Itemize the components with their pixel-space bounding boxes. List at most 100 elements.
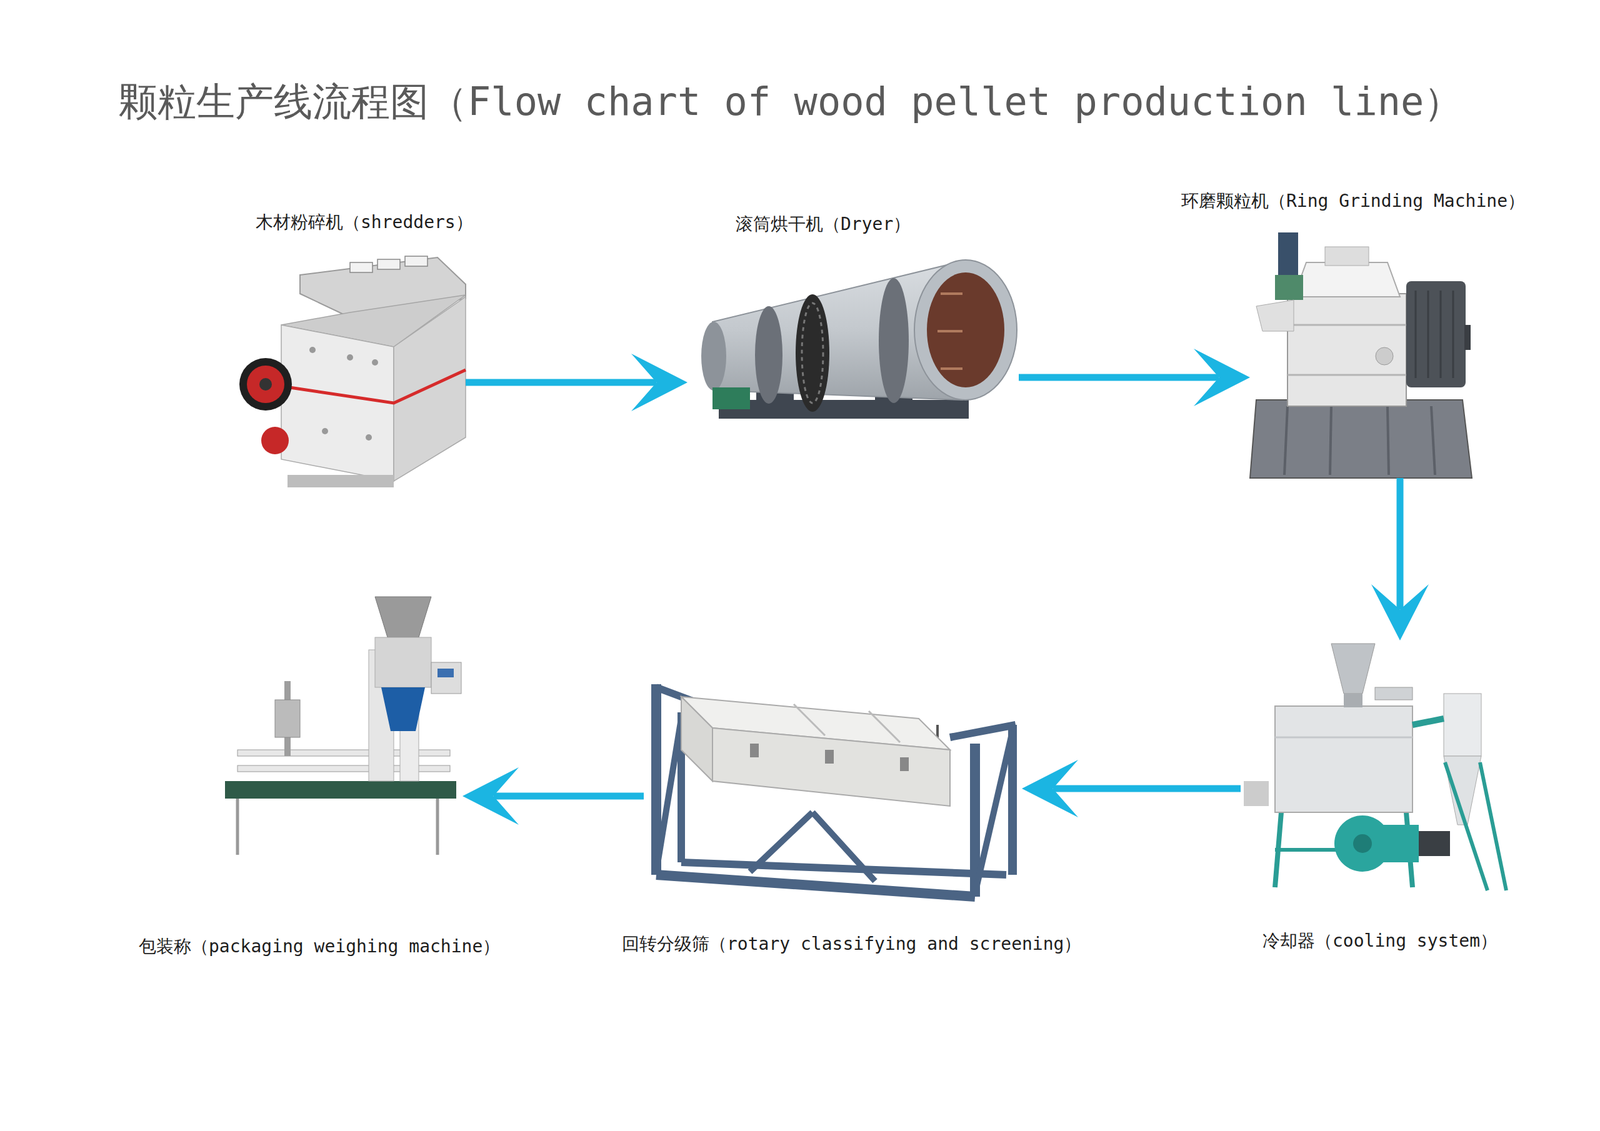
ring-die-pellet-mill-illustration-part [1287, 293, 1407, 407]
packaging-scale-illustration [225, 596, 462, 855]
shredder-illustration-part [393, 296, 466, 482]
ring-die-pellet-mill-illustration-part [1431, 406, 1435, 475]
shredder-illustration-part [350, 262, 373, 273]
arrow-shaft [1396, 478, 1404, 610]
arrow-head [631, 353, 688, 412]
packaging-scale-illustration-part [437, 668, 454, 678]
shredder-illustration-part [246, 365, 285, 404]
rotary-dryer-illustration [701, 260, 1017, 419]
counterflow-cooler-illustration-part [1375, 687, 1413, 700]
ring-die-pellet-mill-illustration-part [1278, 232, 1299, 277]
rotary-screen-illustration-part [656, 718, 682, 872]
flow-arrow [1018, 348, 1250, 407]
machine-label: 木材粉碎机（shredders） [255, 211, 474, 234]
shredder-illustration-part [281, 325, 394, 482]
rotary-dryer-illustration-part [940, 292, 963, 295]
counterflow-cooler-illustration-part [1381, 825, 1419, 863]
packaging-scale-illustration-part [375, 637, 432, 688]
counterflow-cooler-illustration-part [1418, 831, 1450, 857]
ring-die-pellet-mill-illustration-part [1406, 281, 1466, 388]
rotary-screen-illustration-part [793, 704, 825, 736]
ring-die-pellet-mill-illustration-part [1287, 324, 1407, 327]
ring-die-pellet-mill-illustration-part [1330, 406, 1332, 475]
rotary-dryer-illustration-part [926, 272, 1005, 388]
arrow-head [1371, 584, 1429, 641]
arrow-shaft [493, 793, 644, 800]
arrow-head [1021, 760, 1079, 818]
shredder-illustration-part [365, 434, 372, 441]
rotary-screen-illustration-part [750, 743, 759, 758]
rotary-screen-illustration-part [825, 750, 834, 764]
counterflow-cooler-illustration-part [1275, 736, 1413, 739]
flow-arrow [465, 353, 688, 412]
rotary-screen-illustration-part [900, 757, 909, 772]
rotary-screen-illustration-part [656, 875, 975, 897]
diagram-title: 颗粒生产线流程图（Flow chart of wood pellet produ… [118, 79, 1463, 124]
rotary-screen-illustration-part [750, 812, 813, 872]
counterflow-cooler-illustration-part [1275, 706, 1413, 813]
ring-die-pellet-mill-illustration-part [1452, 290, 1455, 379]
flow-arrow [462, 767, 644, 825]
ring-die-pellet-mill-illustration-part [1293, 262, 1400, 297]
shredder-illustration-part [321, 428, 329, 435]
packaging-scale-illustration-part [236, 798, 240, 855]
shredder-illustration-part [346, 354, 354, 361]
machine-label: 环磨颗粒机（Ring Grinding Machine） [1181, 190, 1525, 212]
ring-die-pellet-mill-illustration-part [1387, 406, 1389, 475]
counterflow-cooler-illustration-part [1443, 693, 1482, 757]
arrow-shaft [1053, 785, 1241, 793]
rotary-dryer-illustration-part [878, 278, 909, 404]
counterflow-cooler-illustration-part [1243, 781, 1269, 807]
ring-die-pellet-mill-illustration-part [1464, 325, 1471, 350]
shredder-illustration-part [281, 370, 466, 404]
ring-die-pellet-mill-illustration [1250, 232, 1472, 479]
counterflow-cooler-illustration-part [1412, 718, 1444, 725]
rotary-dryer-illustration-part [701, 321, 727, 391]
shredder-illustration-part [309, 346, 316, 354]
counterflow-cooler-illustration [1243, 643, 1507, 891]
counterflow-cooler-illustration-part [1331, 643, 1375, 694]
counterflow-cooler-illustration-part [1445, 762, 1488, 891]
rotary-dryer-illustration-part [801, 303, 824, 404]
packaging-scale-illustration-part [275, 700, 300, 738]
ring-die-pellet-mill-illustration-part [1440, 290, 1442, 379]
rotary-screen-illustration-part [868, 711, 900, 743]
arrow-head [462, 767, 519, 825]
shredder-illustration [239, 256, 466, 488]
machine-node: 环磨颗粒机（Ring Grinding Machine） [1250, 231, 1472, 479]
rotary-screen-illustration [656, 684, 1016, 897]
flow-arrow [1021, 760, 1241, 818]
rotary-dryer-illustration-part [914, 260, 1017, 400]
rotary-screen-illustration-part [950, 725, 1016, 738]
arrow-shaft [1018, 374, 1219, 382]
packaging-scale-illustration-part [436, 798, 440, 855]
shredder-illustration-part [239, 358, 292, 411]
ring-die-pellet-mill-illustration-part [1427, 290, 1430, 379]
ring-die-pellet-mill-illustration-part [1250, 400, 1472, 479]
shredder-illustration-part [377, 259, 400, 270]
packaging-scale-illustration-part [375, 596, 432, 638]
packaging-scale-illustration-part [225, 781, 457, 799]
ring-die-pellet-mill-illustration-part [1284, 406, 1288, 475]
ring-die-pellet-mill-illustration-part [1275, 275, 1304, 300]
counterflow-cooler-illustration-part [1353, 834, 1372, 854]
packaging-scale-illustration-part [381, 687, 425, 732]
shredder-illustration-part [259, 378, 272, 391]
ring-die-pellet-mill-illustration-part [1325, 246, 1369, 266]
rotary-dryer-illustration-part [712, 387, 750, 410]
rotary-dryer-illustration-part [795, 294, 830, 412]
ring-die-pellet-mill-illustration-part [1256, 300, 1294, 332]
rotary-screen-illustration-part [681, 862, 1007, 875]
shredder-illustration-part [405, 256, 428, 267]
ring-die-pellet-mill-illustration-part [1287, 374, 1407, 377]
shredder-illustration-part [371, 359, 379, 366]
rotary-screen-illustration-part [681, 696, 713, 782]
rotary-dryer-illustration-part [940, 367, 963, 370]
flow-arrow [1371, 478, 1429, 641]
machine-node: 木材粉碎机（shredders） [250, 253, 466, 491]
machine-node: 冷却器（cooling system） [1240, 640, 1513, 894]
arrow-shaft [465, 379, 657, 387]
